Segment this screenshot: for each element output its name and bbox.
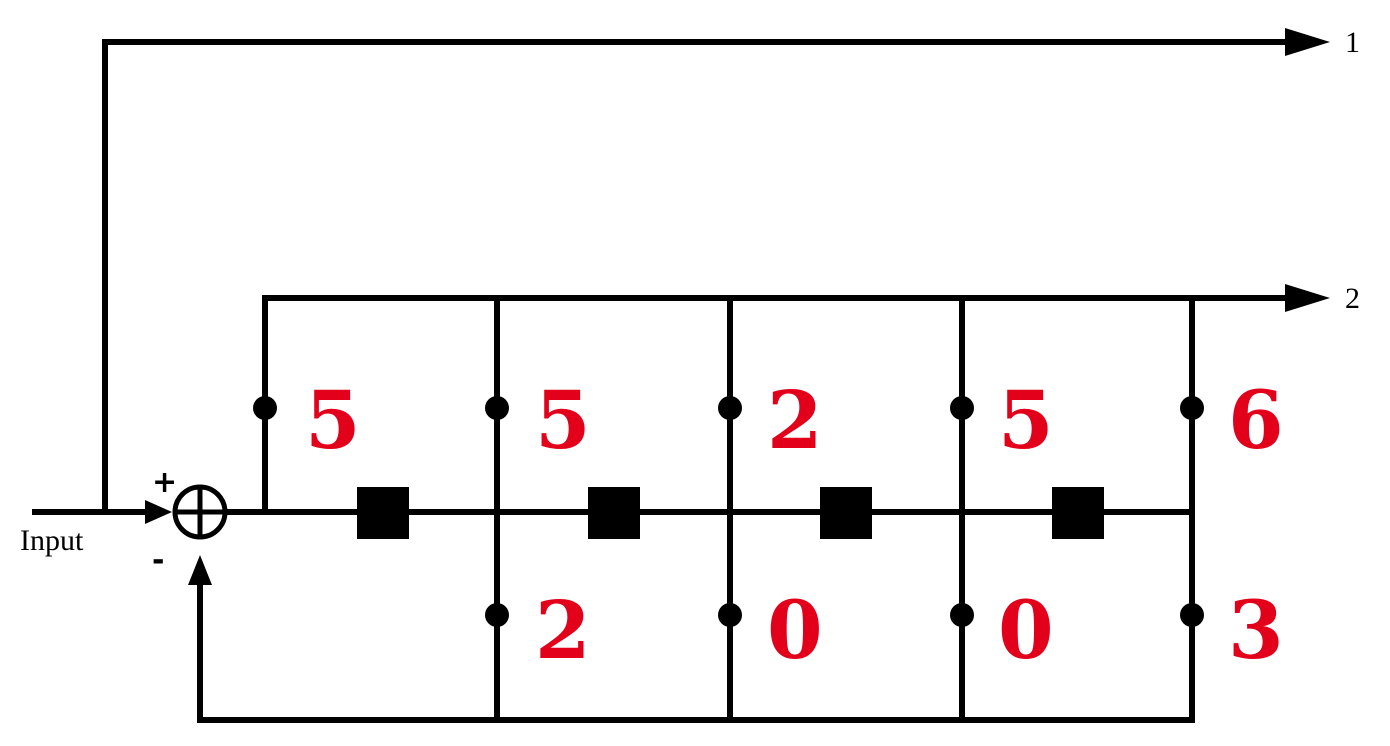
input-label: Input — [20, 524, 84, 557]
output-2-bus — [262, 295, 1303, 515]
output-1-label: 1 — [1345, 26, 1360, 59]
feedback-coefficient-3: 0 — [998, 583, 1054, 677]
delay-element-4 — [1052, 487, 1104, 539]
minus-sign: - — [152, 543, 164, 578]
input-arrowhead — [145, 500, 172, 524]
output-2-arrowhead — [1285, 284, 1330, 312]
feedforward-tap-dot-1 — [253, 396, 277, 420]
feedback-coefficient-4: 3 — [1228, 583, 1284, 677]
feedback-coefficient-1: 2 — [535, 583, 591, 677]
feedforward-coefficient-1: 5 — [305, 373, 361, 467]
feedback-coefficient-2: 0 — [767, 583, 823, 677]
feedforward-tap-dot-5 — [1180, 396, 1204, 420]
delay-element-2 — [588, 487, 640, 539]
feedforward-coefficient-5: 6 — [1228, 373, 1284, 467]
plus-sign: + — [152, 465, 177, 500]
feedback-tap-dot-1 — [485, 603, 509, 627]
output-2-label: 2 — [1345, 282, 1360, 315]
feedforward-coefficient-3: 2 — [767, 373, 823, 467]
delay-element-1 — [357, 487, 409, 539]
feedforward-tap-dot-3 — [718, 396, 742, 420]
feedforward-coefficient-4: 5 — [998, 373, 1054, 467]
delay-element-3 — [820, 487, 872, 539]
output-1-wire — [102, 39, 1303, 515]
feedback-tap-dot-3 — [950, 603, 974, 627]
feedforward-coefficient-2: 5 — [535, 373, 591, 467]
feedforward-tap-dot-2 — [485, 396, 509, 420]
adder-icon — [172, 484, 228, 540]
feedback-tap-dot-2 — [718, 603, 742, 627]
feedback-arrowhead — [188, 555, 212, 585]
feedback-tap-dot-4 — [1180, 603, 1204, 627]
feedback-bus — [197, 577, 1195, 723]
output-1-arrowhead — [1285, 28, 1330, 56]
feedforward-tap-dot-4 — [950, 396, 974, 420]
